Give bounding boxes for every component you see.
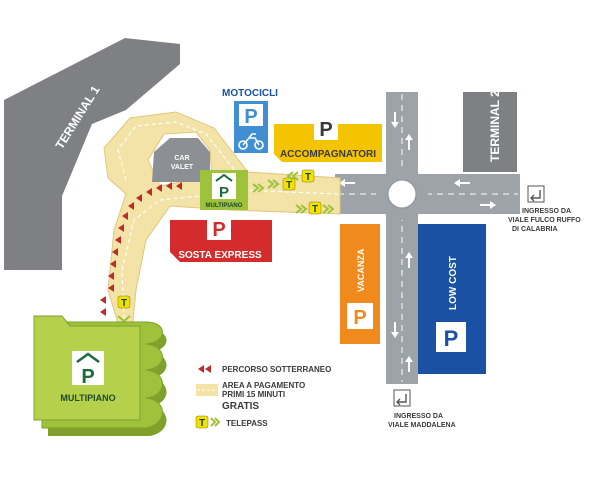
turn-arrow-icon [530,190,541,202]
underground-route [100,182,182,316]
entrance-fulco-line1: INGRESSO DA [522,208,571,215]
roof-icon [76,352,100,364]
entrance-fulco-line2: VIALE FULCO RUFFO [508,217,581,224]
telepass-badge [195,415,209,429]
tunnel-arrow-icon [110,260,116,268]
terminal-2-building [463,92,517,172]
entrance-sign-icon [527,185,545,203]
turn-arrow-icon [396,394,407,406]
multiplano-big-label: MULTIPIANO [60,393,115,403]
motocicli-p-letter: P [244,106,257,128]
accompagnatori-label: ACCOMPAGNATORI [280,149,376,160]
legend-paid-area: AREA A PAGAMENTO PRIMI 15 MINUTI GRATIS [196,381,305,412]
motocicli-p-box [239,104,263,126]
telepass-chevron-icon [286,171,299,181]
entrance-fulco: INGRESSO DA VIALE FULCO RUFFO DI CALABRI… [508,185,581,233]
terminal-1-building [4,38,180,270]
motorcycle-icon [238,133,264,150]
telepass-lane: T T T T [117,169,335,329]
legend-telepass: T TELEPASS [195,415,268,429]
car-valet-label-line1: CAR [174,155,189,162]
tunnel-arrow-icon [198,365,211,373]
telepass-badge [117,295,131,309]
tunnel-arrow-icon [128,202,134,210]
legend-paid-area-line2: PRIMI 15 MINUTI [222,390,285,399]
entrance-sign-icon [393,389,411,407]
tunnel-arrow-icon [118,224,124,232]
legend-telepass-label: TELEPASS [226,419,268,428]
low-cost-p-letter: P [444,326,459,351]
accompagnatori-p-letter: P [319,119,332,141]
road-arrow-icon [405,252,413,268]
tunnel-arrow-icon [122,212,128,220]
entrance-maddalena: INGRESSO DA VIALE MADDALENA [388,389,456,429]
telepass-chevron-icon [252,183,265,193]
telepass-chevron-icon [210,417,221,427]
telepass-letter: T [121,298,127,309]
tunnel-arrow-icon [115,236,121,244]
sosta-express-label: SOSTA EXPRESS [178,250,262,261]
roundabout-island [387,179,417,209]
legend-underground: PERCORSO SOTTERRANEO [198,365,331,374]
telepass-chevron-icon [295,204,308,214]
multiplano-small-p-box [212,173,236,199]
tunnel-arrow-icon [146,188,152,196]
tunnel-arrow-icon [166,182,172,190]
low-cost-label: LOW COST [448,256,459,310]
multiplano-big-building: P MULTIPIANO [33,315,167,436]
road-arrow-icon [391,322,399,338]
entrance-maddalena-line1: INGRESSO DA [394,413,443,420]
legend-paid-area-line1: AREA A PAGAMENTO [222,381,305,390]
multiplano-big-p-box [72,351,104,385]
roof-icon [215,173,233,182]
road-arrow-icon [339,179,355,187]
telepass-badge [308,201,322,215]
tunnel-arrow-icon [136,194,142,202]
tunnel-arrow-icon [100,296,106,304]
terminal-2-label: TERMINAL 2 [488,90,502,162]
telepass-chevron-icon [322,204,335,214]
sosta-express-area [170,220,272,262]
accompagnatori-area [274,124,382,162]
road-arrow-icon [405,134,413,150]
multiplano-small-label: MULTIPIANO [206,203,243,209]
tunnel-arrow-icon [100,308,106,316]
multiplano-small-p-letter: P [219,184,229,201]
entrance-maddalena-line2: VIALE MADDALENA [388,422,456,429]
car-valet-area [152,138,210,182]
road-arrow-icon [391,112,399,128]
sosta-express-p-letter: P [212,219,225,241]
telepass-letter: T [199,418,205,429]
multiplano-big-p-letter: P [81,366,94,388]
tunnel-arrow-icon [176,182,182,190]
low-cost-p-box [436,322,466,352]
telepass-letter: T [312,204,318,215]
sosta-express-p-box [207,216,231,240]
tunnel-arrow-icon [108,284,114,292]
legend: PERCORSO SOTTERRANEO AREA A PAGAMENTO PR… [195,365,331,429]
motocicli-label: MOTOCICLI [222,88,278,99]
vacanza-label: VACANZA [356,248,366,292]
tunnel-arrow-icon [108,272,114,280]
road-arrow-icon [480,201,496,209]
telepass-letter: T [305,172,311,183]
tunnel-arrow-icon [112,248,118,256]
road-arrow-icon [454,179,470,187]
car-valet-label-line2: VALET [171,164,194,171]
entrance-fulco-line3: DI CALABRIA [512,226,558,233]
accompagnatori-p-box [314,116,338,140]
legend-underground-label: PERCORSO SOTTERRANEO [222,365,331,374]
telepass-chevron-icon [267,179,280,189]
road-arrow-icon [405,356,413,372]
legend-paid-area-line3: GRATIS [222,401,259,412]
telepass-letter: T [286,180,292,191]
vacanza-p-letter: P [353,307,366,329]
tunnel-arrow-icon [156,184,162,192]
telepass-badge [301,169,315,183]
vacanza-p-box [347,303,373,329]
